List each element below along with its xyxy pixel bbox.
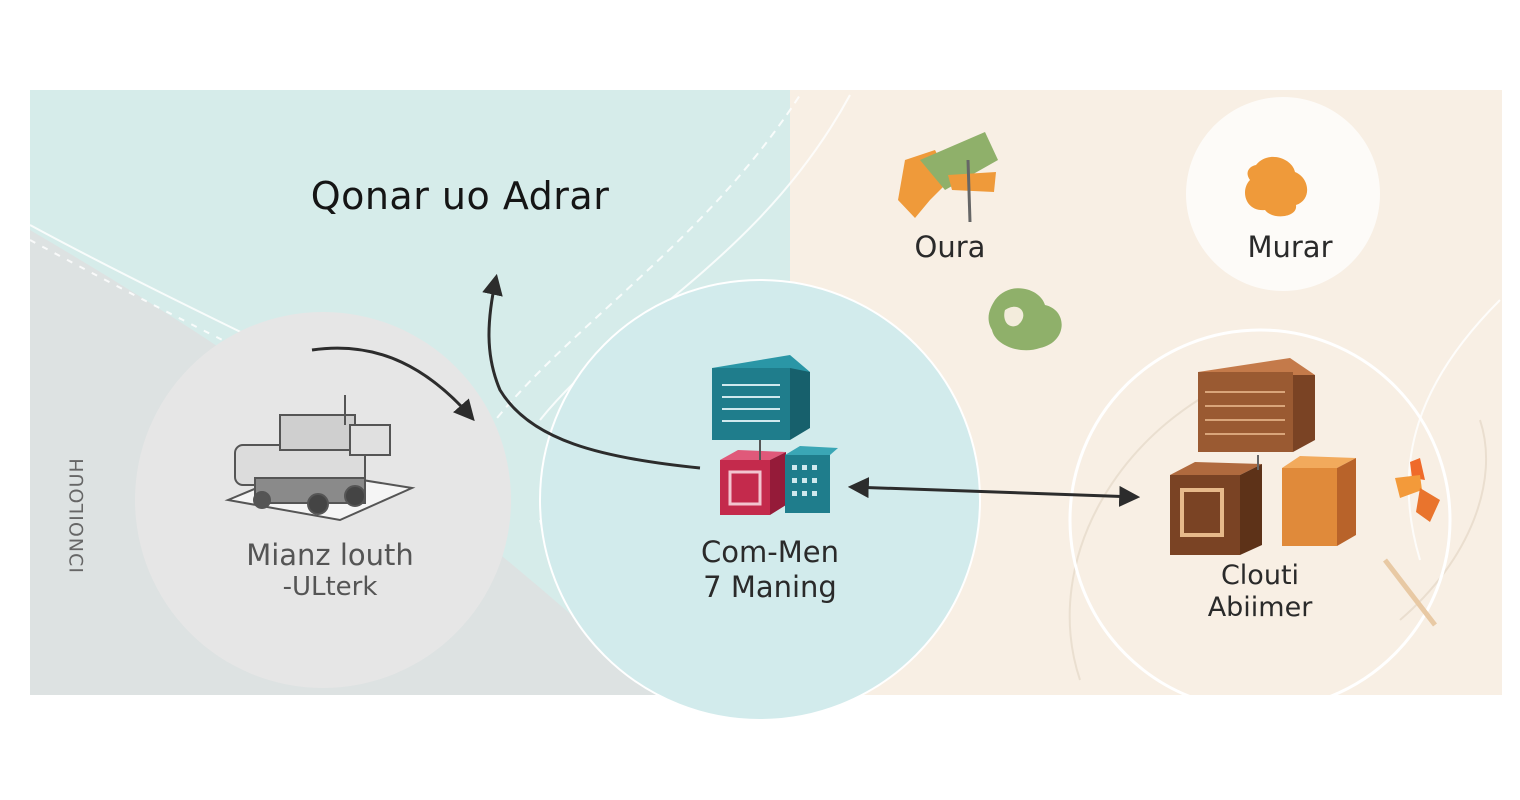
crate-stack-icon	[1170, 358, 1356, 555]
connector-arrows	[311, 273, 1141, 507]
orange-leaf-icon	[1245, 156, 1308, 217]
right-node-label-line1: Clouti	[1220, 560, 1300, 591]
arrow-left-to-mid	[311, 346, 475, 422]
center-node-label-line1: Com-Men	[701, 535, 839, 569]
server-stack-icon	[712, 355, 838, 515]
left-node-label-line1: Mianz louth	[246, 538, 414, 572]
industrial-machine-icon	[224, 395, 416, 522]
top-mid-node-label: Oura	[914, 230, 986, 264]
green-leaf-icon	[988, 288, 1062, 351]
diagram-title: Qonar uo Adrar	[310, 174, 610, 218]
right-node-label-line2: Abiimer	[1207, 592, 1313, 623]
left-node-label-line2: -ULterk	[282, 572, 378, 602]
top-right-node-label: Murar	[1247, 230, 1333, 264]
leaf-cluster-icon	[898, 132, 998, 223]
orange-pinwheel-icon	[1395, 458, 1440, 522]
arrow-center-right	[847, 477, 1141, 507]
side-vertical-label: IƆNOILOUH	[66, 457, 88, 573]
stick-decoration	[1383, 558, 1437, 627]
center-node-label-line2: 7 Maning	[703, 570, 837, 604]
arrow-to-title	[482, 273, 701, 470]
right-node-circle	[1068, 328, 1452, 712]
